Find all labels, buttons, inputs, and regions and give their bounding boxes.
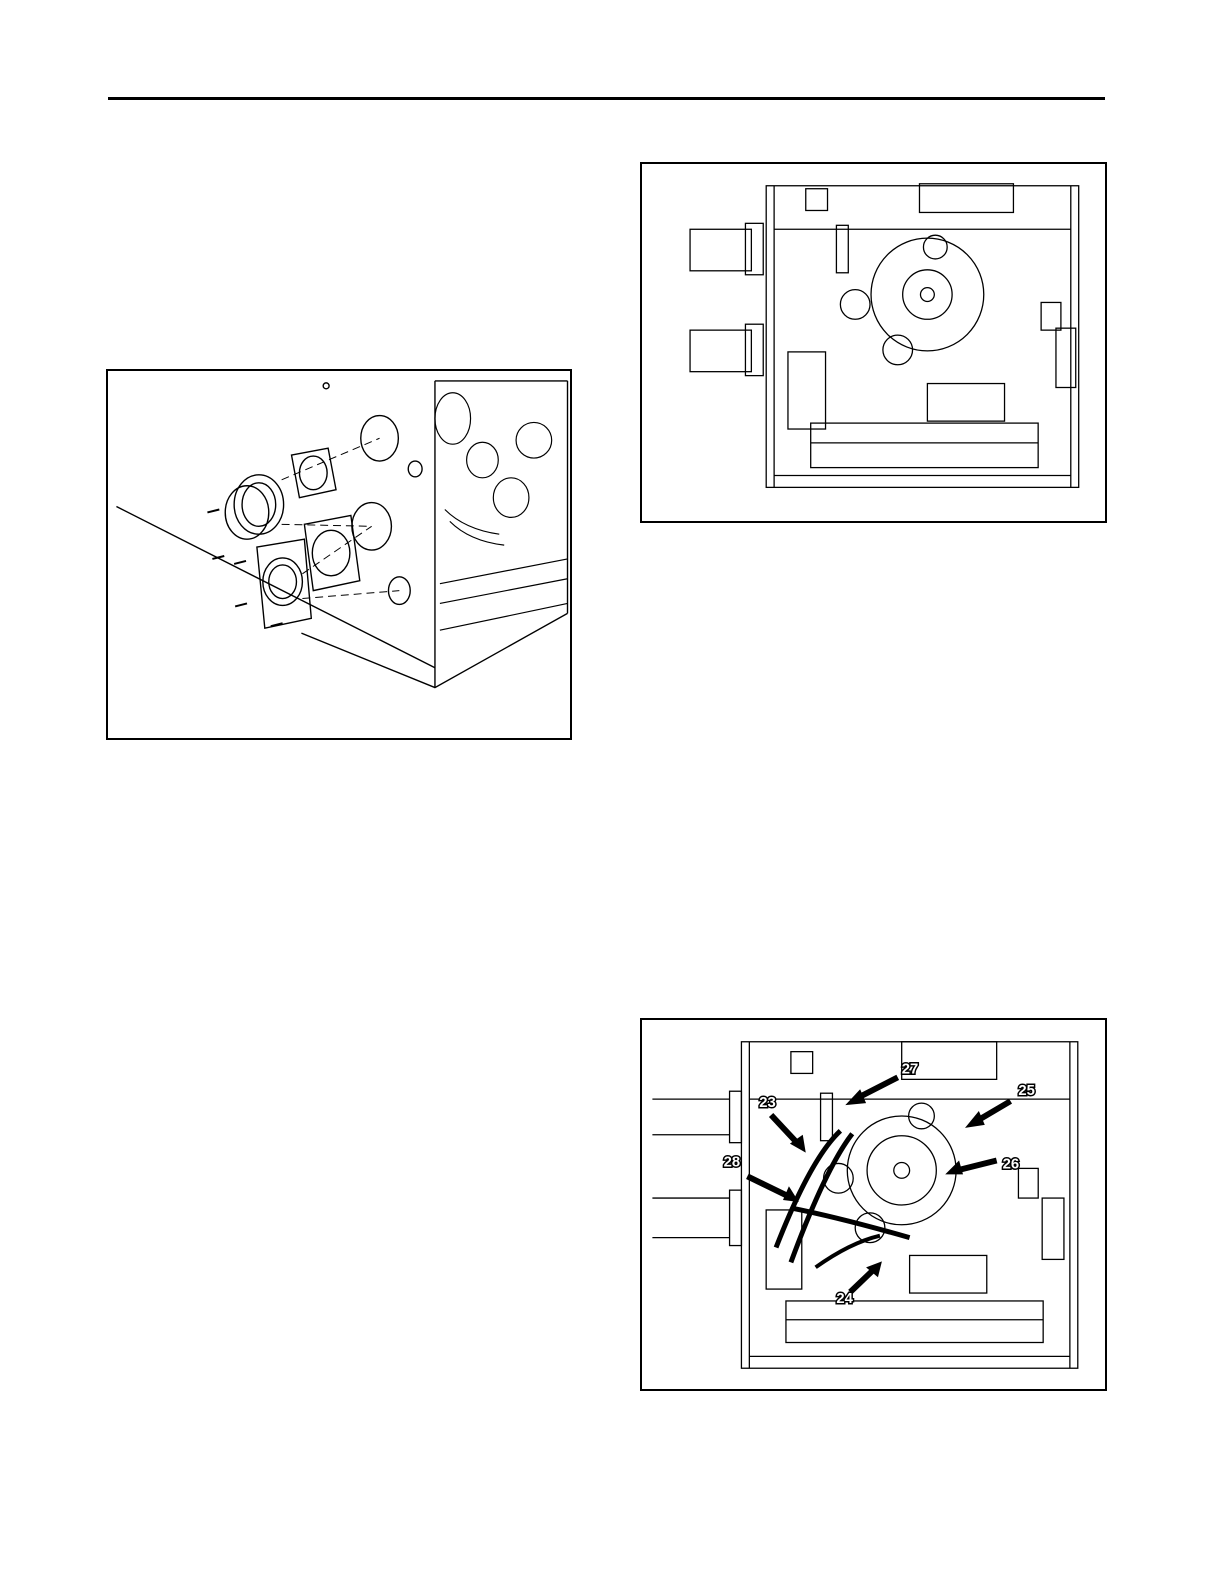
furnace-callout-drawing: 23 24 25 26 27 28 [642, 1020, 1105, 1389]
callout-label-23: 23 [759, 1095, 776, 1111]
callout-label-25: 25 [1018, 1083, 1035, 1099]
header-rule [108, 97, 1105, 100]
callout-label-26: 26 [1003, 1156, 1020, 1172]
callout-label-27: 27 [902, 1061, 919, 1077]
furnace-front-view-drawing [642, 164, 1105, 521]
callout-label-24: 24 [836, 1291, 853, 1307]
isometric-vent-flange-figure [106, 369, 572, 740]
isometric-vent-flange-drawing [108, 371, 570, 738]
furnace-front-view-figure [640, 162, 1107, 523]
callout-label-28: 28 [724, 1154, 741, 1170]
furnace-callout-figure: 23 24 25 26 27 28 [640, 1018, 1107, 1391]
